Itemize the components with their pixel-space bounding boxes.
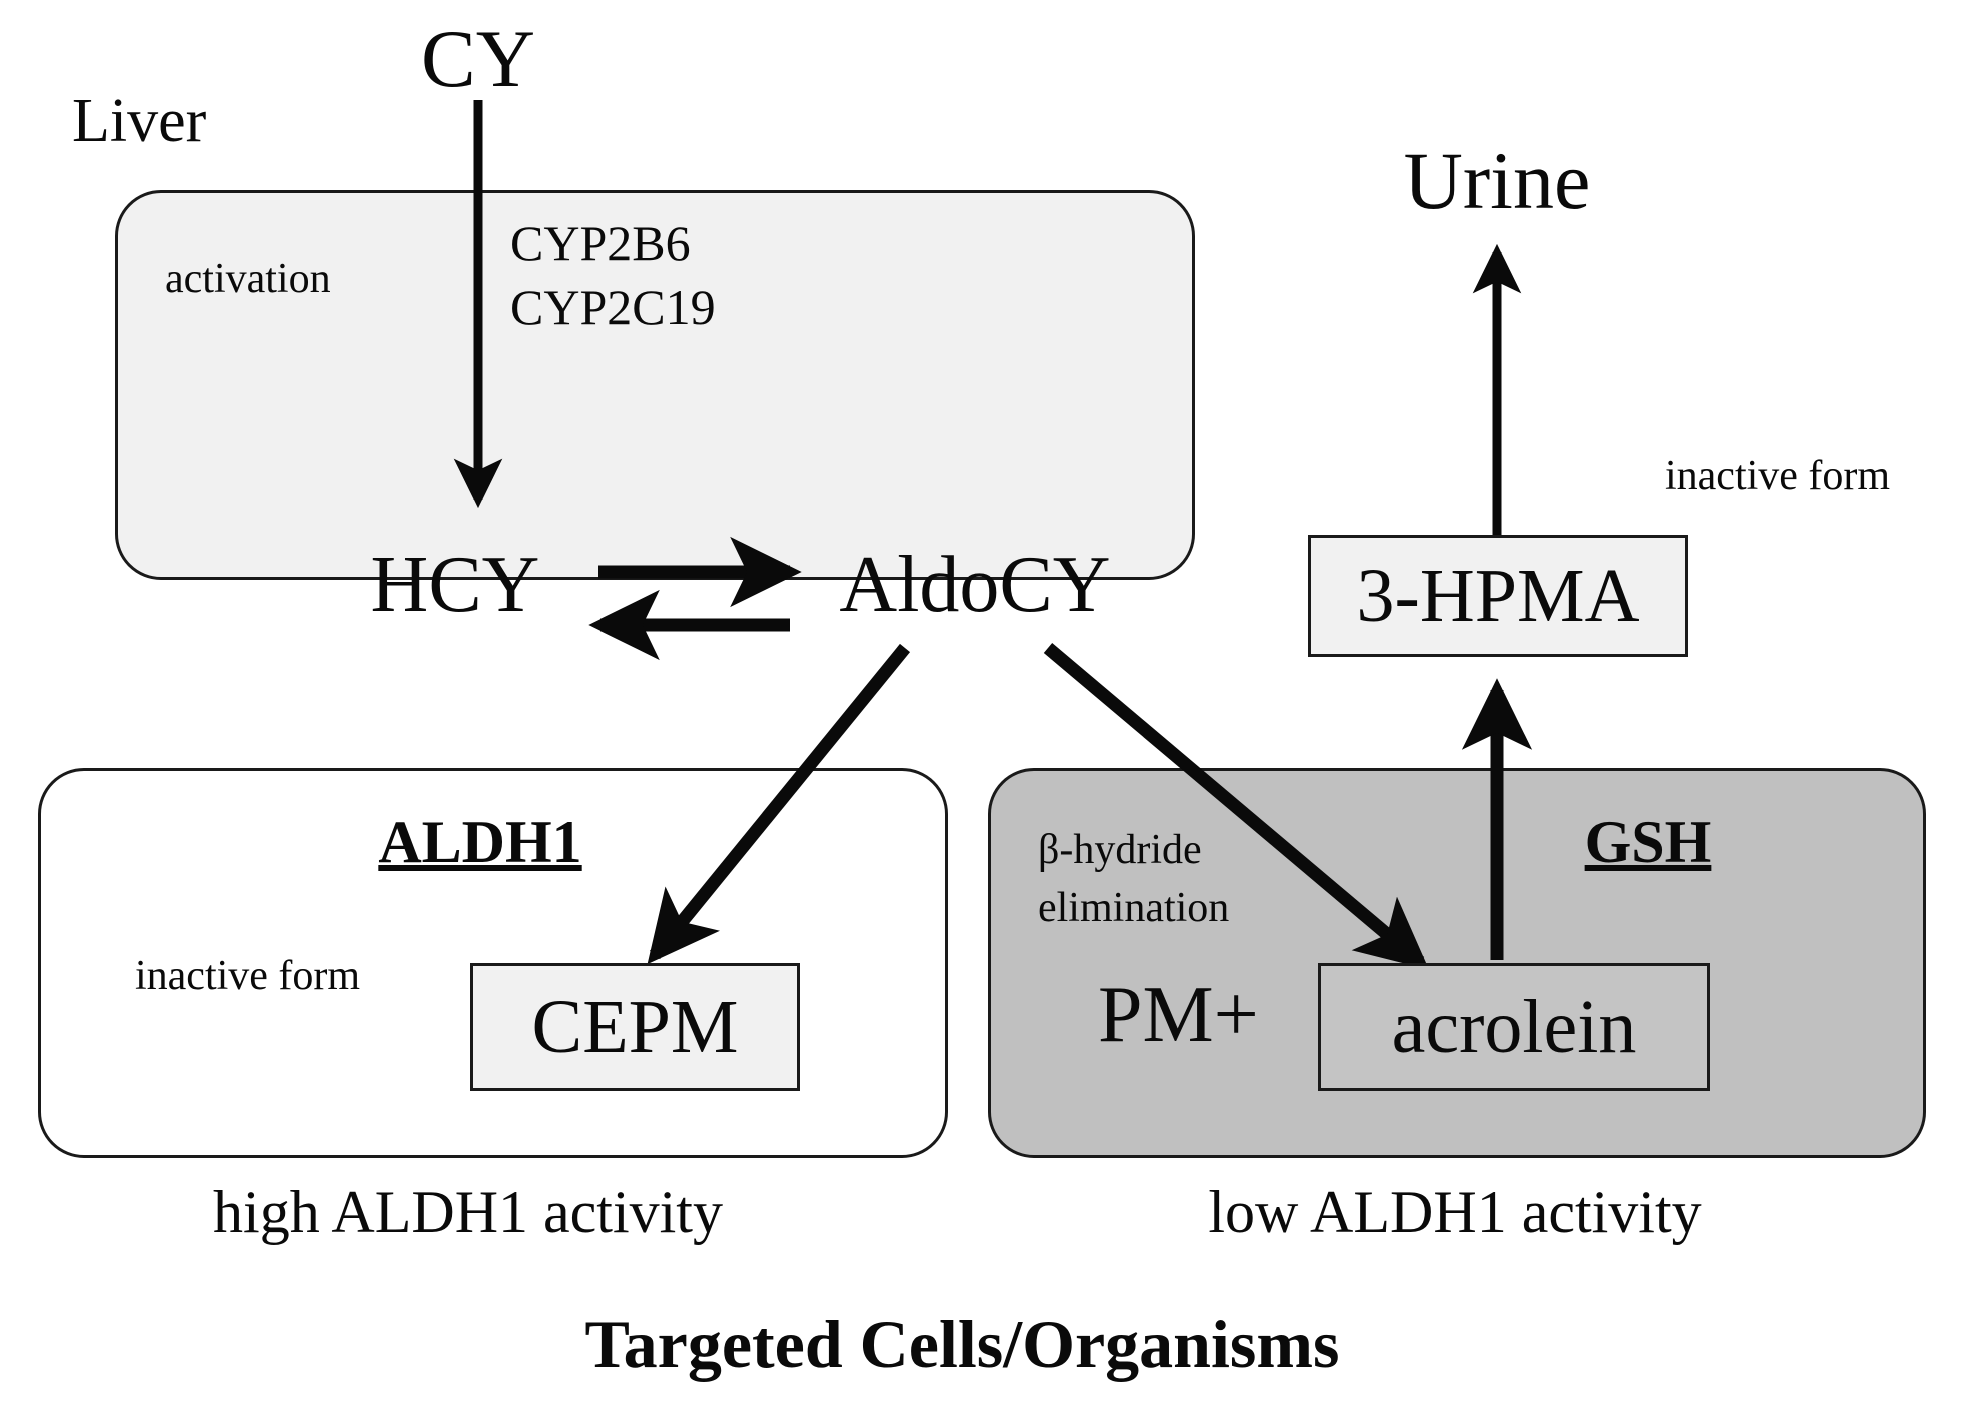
node-hcy: HCY (370, 541, 540, 629)
marker-aldh1: ALDH1 (378, 809, 582, 875)
caption-low-aldh1: low ALDH1 activity (1208, 1179, 1702, 1245)
box-3-hpma: 3-HPMA (1308, 535, 1688, 657)
marker-gsh: GSH (1584, 809, 1712, 875)
node-urine: Urine (1403, 135, 1591, 226)
inactive-form-right: inactive form (1665, 453, 1891, 499)
diagram-title: Targeted Cells/Organisms (584, 1306, 1340, 1382)
activation-label: activation (165, 256, 331, 302)
box-acrolein: acrolein (1318, 963, 1710, 1091)
liver-label: Liver (72, 87, 207, 155)
node-pm-plus: PM+ (1098, 971, 1259, 1059)
node-cy: CY (421, 13, 535, 104)
node-aldocy: AldoCY (839, 541, 1111, 629)
node-cepm: CEPM (531, 985, 739, 1069)
box-cepm: CEPM (470, 963, 800, 1091)
enzyme-cyp2c19: CYP2C19 (510, 279, 716, 335)
inactive-form-left: inactive form (135, 953, 361, 999)
liver-compartment (115, 190, 1195, 580)
enzyme-cyp2b6: CYP2B6 (510, 215, 691, 271)
beta-hydride-line2: elimination (1038, 885, 1230, 931)
beta-hydride-line1: β-hydride (1038, 827, 1202, 873)
node-3-hpma: 3-HPMA (1356, 554, 1640, 638)
node-acrolein: acrolein (1391, 985, 1637, 1069)
caption-high-aldh1: high ALDH1 activity (213, 1179, 723, 1245)
